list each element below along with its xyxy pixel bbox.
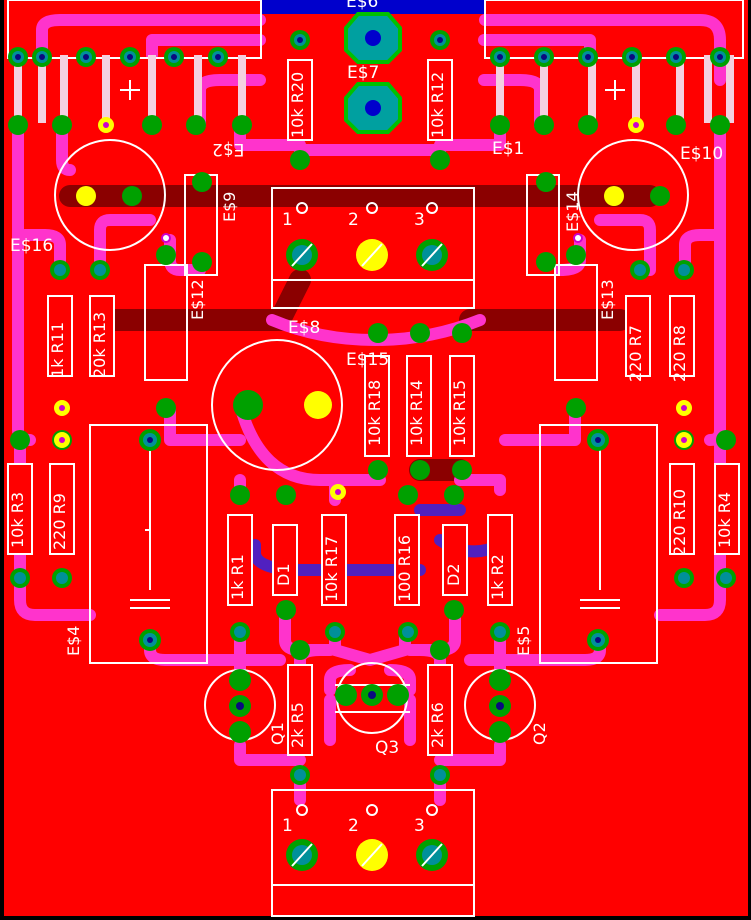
label-es2: E$2 (212, 139, 245, 159)
screw-markers (291, 202, 443, 867)
label-es13: E$13 (598, 279, 617, 320)
resistor-bodies (7, 59, 740, 756)
resistor-r18-label: 10k R18 (365, 379, 384, 446)
terminal-top-pin-1: 1 (282, 210, 293, 230)
resistor-r7-label: 220 R7 (626, 325, 645, 382)
label-q2: Q2 (530, 722, 549, 745)
label-es6: E$6 (346, 0, 379, 12)
label-es9: E$9 (220, 191, 239, 222)
resistor-r17-label: 10k R17 (322, 535, 341, 602)
terminal-bottom-pin-3: 3 (414, 816, 425, 836)
diode-d1-label: D1 (274, 563, 293, 587)
label-es4: E$4 (64, 625, 83, 656)
resistor-r13-label: 20k R13 (90, 311, 109, 378)
pin-headers (14, 55, 734, 123)
resistor-r20-label: 10k R20 (288, 71, 307, 138)
copper-pour (4, 0, 748, 916)
top-connector-strip (262, 0, 484, 14)
resistor-r6-label: 2k R6 (428, 702, 447, 748)
diode-d2-label: D2 (444, 563, 463, 587)
label-q3: Q3 (375, 738, 400, 758)
terminal-bottom-pin-2: 2 (348, 816, 359, 836)
octagon-pads (344, 12, 402, 134)
resistor-r12-label: 10k R12 (428, 71, 447, 138)
resistor-r8-label: 220 R8 (670, 325, 689, 382)
resistor-r11-label: 1k R11 (48, 321, 67, 378)
resistor-r2-label: 1k R2 (488, 554, 507, 600)
label-es14: E$14 (563, 191, 582, 232)
label-es5: E$5 (514, 625, 533, 656)
resistor-r1-label: 1k R1 (228, 554, 247, 600)
resistor-r15-label: 10k R15 (450, 379, 469, 446)
label-es16: E$16 (10, 236, 54, 256)
label-es8: E$8 (288, 318, 321, 338)
silk-outlines (7, 0, 744, 917)
label-q1: Q1 (268, 722, 287, 745)
resistor-r4-label: 10k R4 (715, 491, 734, 548)
pads-yellow (54, 117, 692, 871)
resistor-r14-label: 10k R14 (407, 379, 426, 446)
resistor-r5-label: 2k R5 (288, 702, 307, 748)
label-es10: E$10 (680, 144, 724, 164)
terminal-bottom-pin-1: 1 (282, 816, 293, 836)
terminal-top-pin-3: 3 (414, 210, 425, 230)
label-es12: E$12 (188, 279, 207, 320)
label-es7: E$7 (347, 63, 380, 83)
resistor-r16-label: 100 R16 (395, 534, 414, 602)
label-es1: E$1 (492, 139, 525, 159)
resistor-r9-label: 220 R9 (50, 493, 69, 550)
resistor-r10-label: 220 R10 (670, 488, 689, 556)
terminal-top-pin-2: 2 (348, 210, 359, 230)
resistor-r3-label: 10k R3 (8, 491, 27, 548)
label-es15: E$15 (346, 350, 390, 370)
